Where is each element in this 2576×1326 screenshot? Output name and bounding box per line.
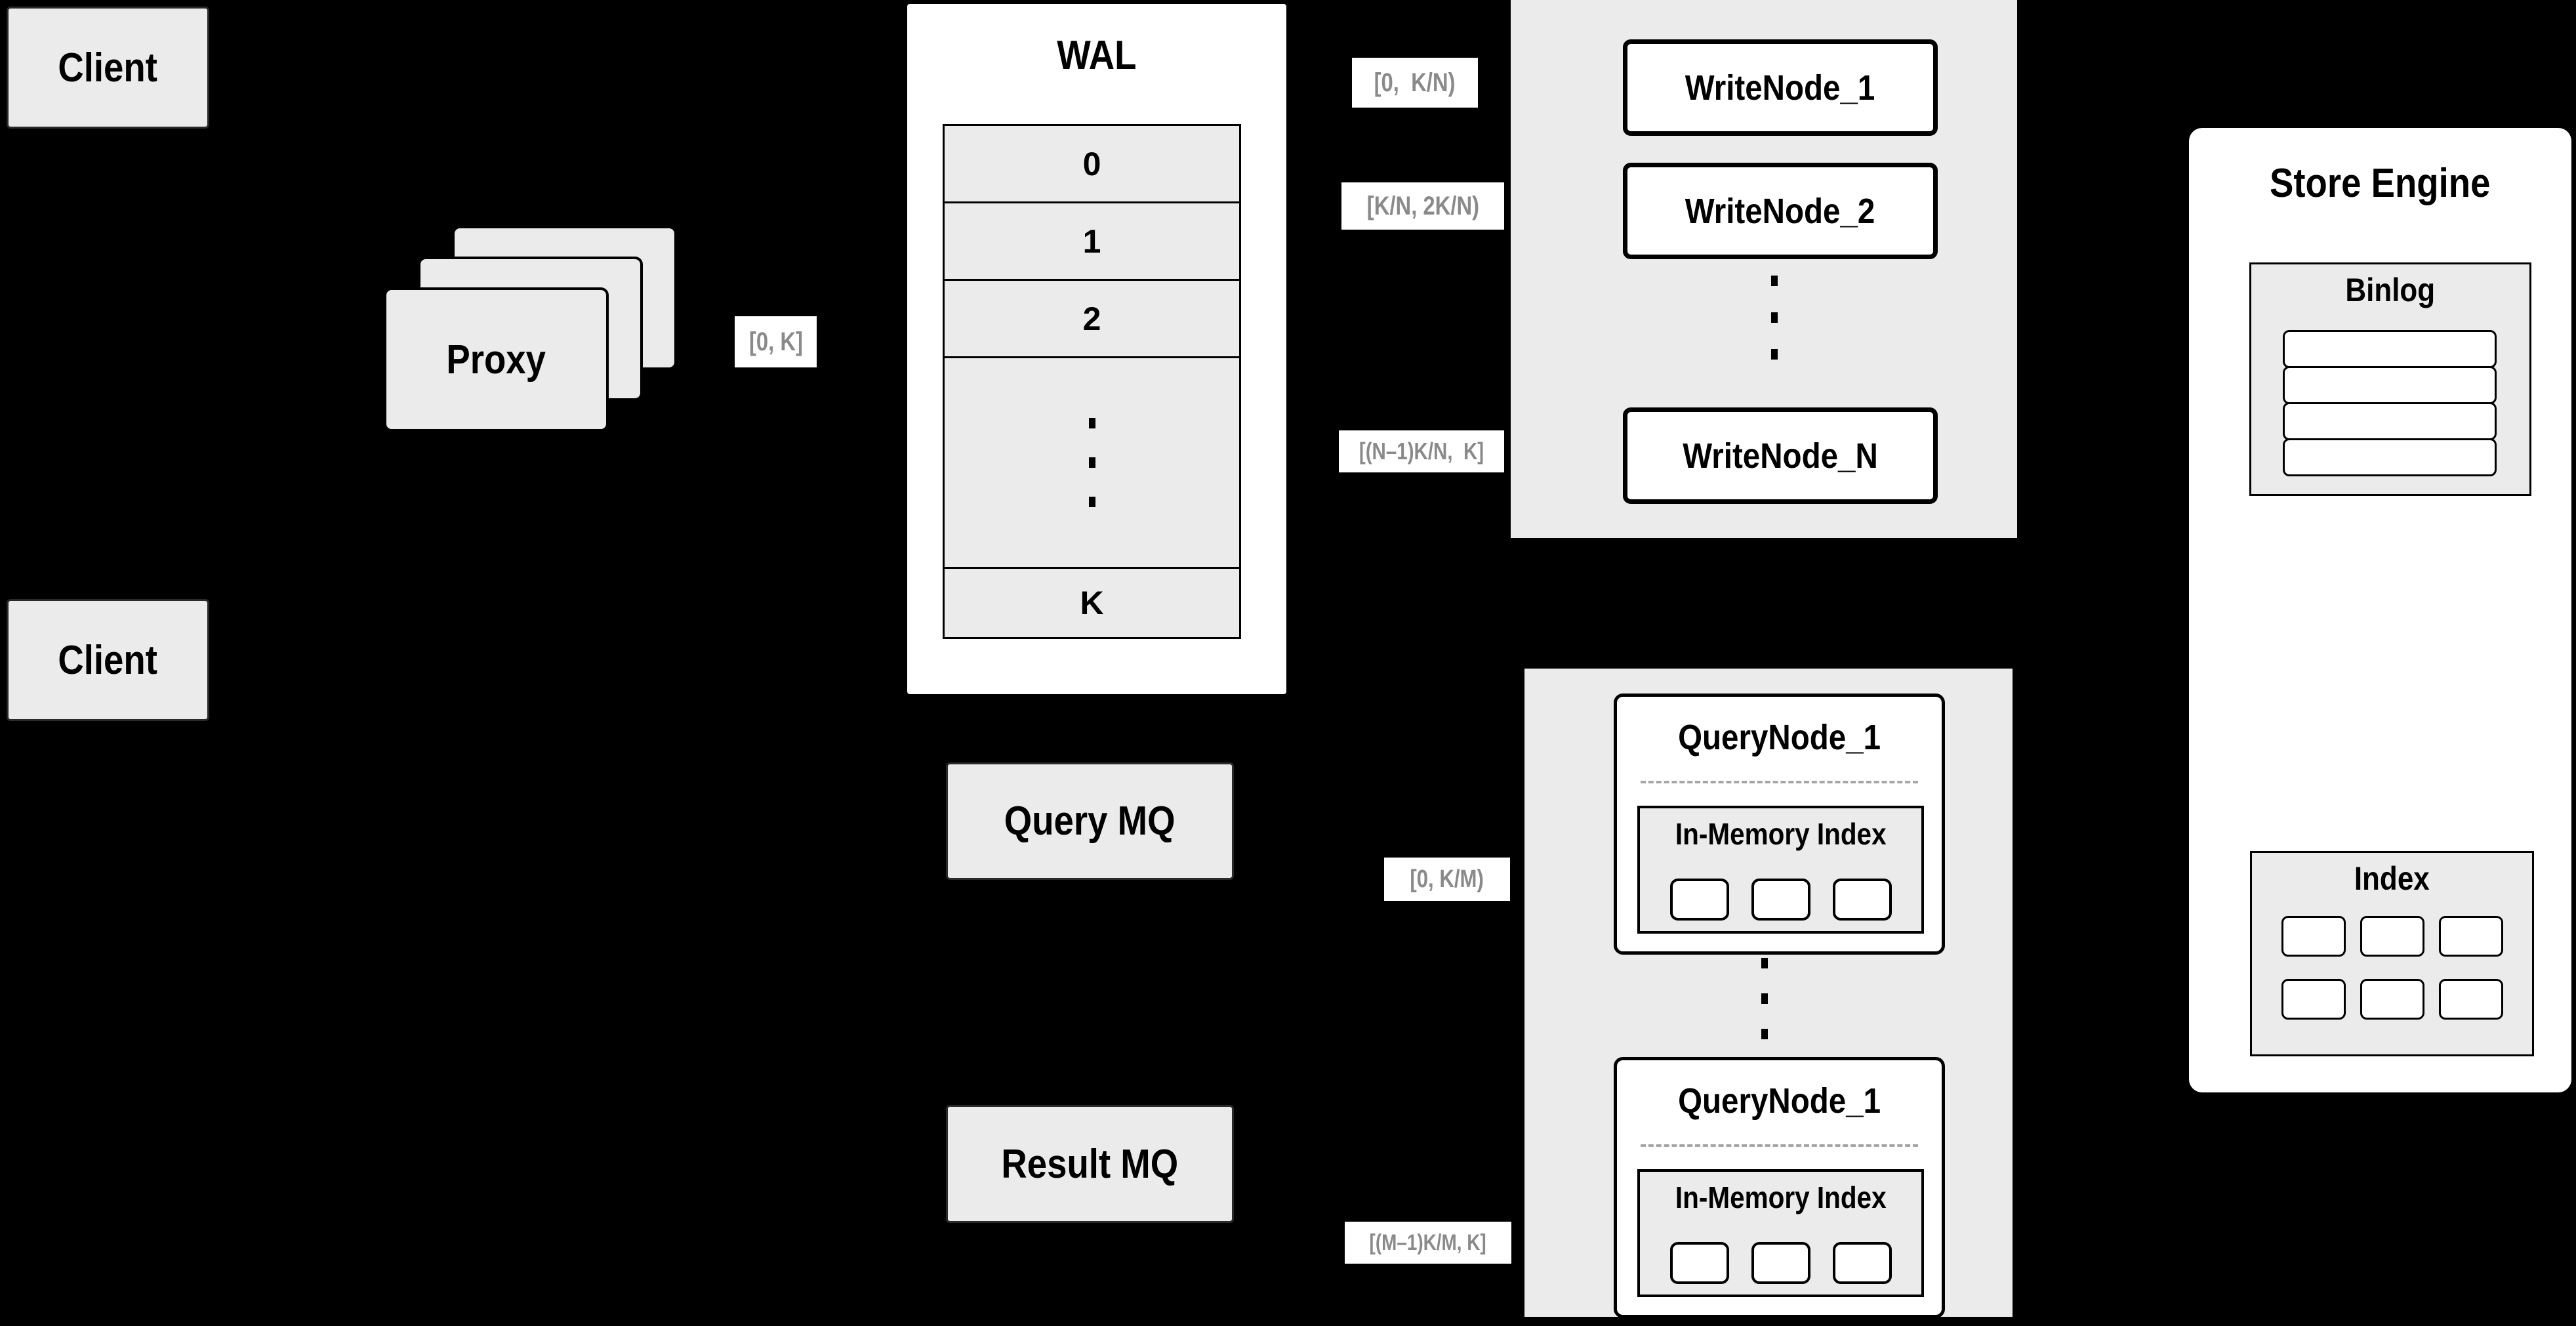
binlog-row (2283, 438, 2497, 476)
client-box-top: Client (7, 7, 209, 129)
memory-segment (1751, 879, 1810, 921)
index-cell-row (2281, 979, 2503, 1020)
memory-segment (1832, 879, 1892, 921)
range-label-write-n: [(N–1)K/N, K] (1339, 430, 1504, 472)
range-label-proxy-out-text: [0, K] (748, 327, 803, 356)
binlog-title-wrap: Binlog (2251, 271, 2529, 309)
memory-segment (1669, 1242, 1729, 1284)
range-label-query-last: [(M–1)K/M, K] (1345, 1222, 1511, 1264)
range-label-query-first-text: [0, K/M) (1410, 865, 1484, 893)
index-cell (2360, 916, 2424, 957)
index-cells (2252, 916, 2532, 1020)
index-cell (2360, 979, 2424, 1020)
wal-slot-0-label: 0 (1082, 145, 1101, 182)
query-mq-label: Query MQ (1004, 798, 1176, 844)
wal-slot-1-label: 1 (1082, 222, 1101, 260)
write-node-1-label: WriteNode_1 (1685, 68, 1875, 108)
in-memory-index-bottom-title: In-Memory Index (1675, 1180, 1887, 1214)
wal-title: WAL (1057, 32, 1137, 78)
write-node-2: WriteNode_2 (1623, 163, 1938, 259)
range-label-query-first: [0, K/M) (1384, 858, 1510, 901)
proxy-stack: Proxy (384, 226, 677, 432)
binlog-row (2283, 330, 2497, 368)
binlog-box: Binlog (2249, 262, 2531, 496)
result-mq-label: Result MQ (1001, 1141, 1179, 1187)
wal-slot-table: 0 1 2 K (943, 124, 1241, 639)
index-title: Index (2354, 860, 2430, 897)
wal-slot-2-label: 2 (1082, 300, 1101, 337)
memory-segments (1640, 879, 1921, 921)
memory-segment (1669, 879, 1729, 921)
binlog-row (2283, 402, 2497, 440)
index-cell (2281, 979, 2346, 1020)
client-box-bottom: Client (7, 599, 209, 721)
wal-box: WAL 0 1 2 K (907, 4, 1286, 694)
range-label-write-n-text: [(N–1)K/N, K] (1359, 438, 1484, 465)
in-memory-index-bottom: In-Memory Index (1637, 1169, 1924, 1297)
store-engine-box: Store Engine Binlog Index (2189, 128, 2571, 1092)
memory-segments (1640, 1242, 1921, 1284)
wal-title-wrap: WAL (907, 24, 1286, 87)
result-mq-box: Result MQ (946, 1105, 1234, 1223)
binlog-rows (2283, 330, 2497, 476)
wal-slot-k: K (943, 567, 1241, 639)
proxy-label: Proxy (446, 337, 546, 383)
query-node-panel: QueryNode_1 In-Memory Index QueryNode_1 (1524, 669, 2013, 1318)
range-label-write-2: [K/N, 2K/N) (1341, 182, 1504, 230)
query-node-top: QueryNode_1 In-Memory Index (1614, 694, 1945, 955)
dashed-divider (1641, 1144, 1918, 1147)
binlog-row (2283, 366, 2497, 404)
ellipsis-dots (1771, 276, 1778, 360)
index-cell (2438, 979, 2503, 1020)
wal-slot-0: 0 (943, 124, 1241, 203)
range-label-write-2-text: [K/N, 2K/N) (1366, 191, 1479, 220)
wal-slot-ellipsis (943, 356, 1241, 569)
write-node-n-label: WriteNode_N (1683, 436, 1878, 476)
index-title-wrap: Index (2252, 860, 2532, 898)
ellipsis-dots (1088, 418, 1095, 507)
write-node-panel: WriteNode_1 WriteNode_2 WriteNode_N (1511, 0, 2017, 538)
wal-slot-1: 1 (943, 201, 1241, 281)
proxy-card-front: Proxy (384, 287, 609, 432)
range-label-write-1: [0, K/N) (1352, 58, 1478, 108)
wal-slot-k-label: K (1080, 585, 1104, 621)
in-memory-index-top: In-Memory Index (1637, 806, 1924, 934)
query-node-bottom-title-wrap: QueryNode_1 (1617, 1076, 1942, 1126)
query-node-top-title-wrap: QueryNode_1 (1617, 713, 1942, 762)
wal-slot-2: 2 (943, 279, 1241, 358)
range-label-proxy-out: [0, K] (735, 316, 817, 367)
dashed-divider (1641, 781, 1918, 783)
client-bottom-label: Client (58, 637, 158, 683)
store-engine-title-wrap: Store Engine (2189, 152, 2571, 215)
in-memory-index-top-title: In-Memory Index (1675, 817, 1887, 851)
write-node-2-label: WriteNode_2 (1685, 191, 1875, 231)
index-cell (2281, 916, 2346, 957)
memory-segment (1751, 1242, 1810, 1284)
range-label-query-last-text: [(M–1)K/M, K] (1369, 1230, 1487, 1255)
query-node-top-title: QueryNode_1 (1677, 718, 1881, 757)
index-cell-row (2281, 916, 2503, 957)
query-mq-box: Query MQ (946, 762, 1234, 880)
write-node-n: WriteNode_N (1623, 407, 1938, 504)
ellipsis-dots (1761, 958, 1768, 1039)
index-cell (2438, 916, 2503, 957)
store-engine-title: Store Engine (2270, 160, 2491, 206)
query-node-bottom-title: QueryNode_1 (1677, 1081, 1881, 1121)
write-node-1: WriteNode_1 (1623, 39, 1938, 136)
in-memory-index-bottom-title-wrap: In-Memory Index (1640, 1180, 1921, 1215)
client-top-label: Client (58, 45, 158, 91)
query-node-bottom: QueryNode_1 In-Memory Index (1614, 1057, 1945, 1318)
in-memory-index-top-title-wrap: In-Memory Index (1640, 816, 1921, 852)
index-box: Index (2250, 851, 2534, 1056)
range-label-write-1-text: [0, K/N) (1374, 68, 1456, 97)
binlog-title: Binlog (2345, 272, 2436, 308)
memory-segment (1832, 1242, 1892, 1284)
